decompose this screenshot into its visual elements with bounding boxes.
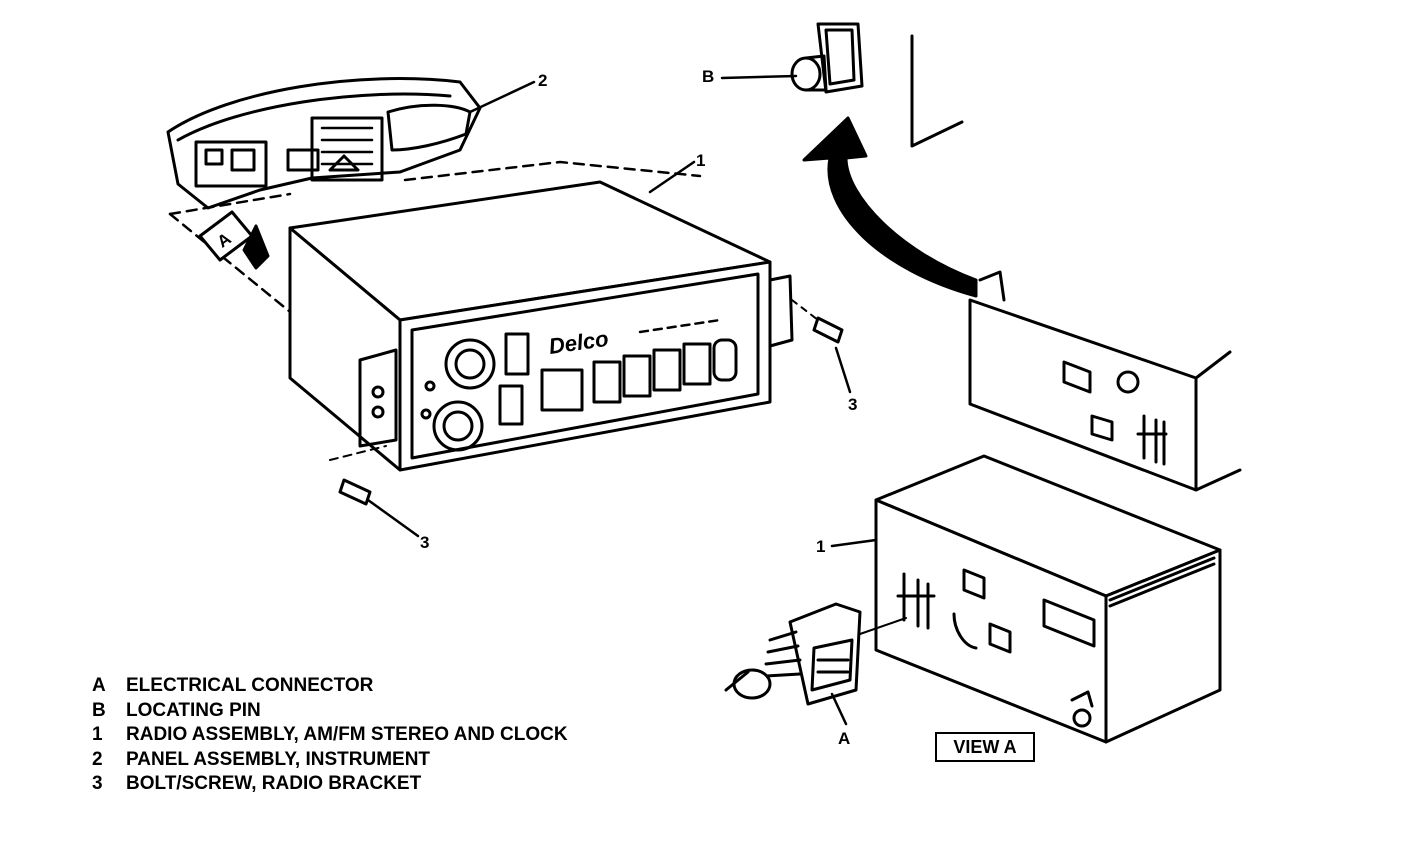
view-a-label: VIEW A	[935, 732, 1035, 762]
legend-key: 1	[92, 724, 103, 745]
view-a-indicator	[198, 210, 270, 270]
callout-bolt-right: 3	[848, 395, 857, 414]
panel-rear-drawing	[968, 270, 1242, 492]
radio-assembly-drawing	[288, 180, 844, 506]
instrument-panel-drawing	[166, 77, 702, 322]
legend-key: B	[92, 699, 106, 721]
callout-locating-pin: B	[702, 67, 714, 86]
legend-item: 2 PANEL ASSEMBLY, INSTRUMENT	[92, 748, 568, 773]
legend-item: 1 RADIO ASSEMBLY, AM/FM STEREO AND CLOCK	[92, 723, 568, 748]
legend-text: BOLT/SCREW, RADIO BRACKET	[126, 773, 422, 794]
leader-lines	[366, 74, 878, 726]
legend-text: PANEL ASSEMBLY, INSTRUMENT	[126, 748, 431, 770]
legend-key: A	[92, 675, 106, 696]
legend: A ELECTRICAL CONNECTOR B LOCATING PIN 1 RAD…	[92, 674, 568, 797]
legend-key: 3	[92, 773, 103, 794]
legend-item: B LOCATING PIN	[92, 699, 568, 724]
callout-panel: 2	[538, 71, 547, 90]
callout-radio-main: 1	[696, 151, 705, 170]
callout-bolt-left: 3	[420, 533, 429, 552]
legend-text: RADIO ASSEMBLY, AM/FM STEREO AND CLOCK	[126, 724, 568, 745]
callout-connector: A	[838, 729, 850, 748]
radio-view-a-drawing	[874, 454, 1222, 744]
locating-pin-drawing	[790, 22, 964, 148]
legend-item: 3 BOLT/SCREW, RADIO BRACKET	[92, 772, 568, 797]
curved-arrow	[802, 116, 978, 298]
legend-item: A ELECTRICAL CONNECTOR	[92, 674, 568, 699]
callout-radio-view: 1	[816, 537, 825, 556]
legend-text: LOCATING PIN	[126, 699, 261, 721]
electrical-connector-drawing	[724, 602, 907, 706]
legend-text: ELECTRICAL CONNECTOR	[126, 675, 374, 696]
legend-key: 2	[92, 748, 103, 770]
